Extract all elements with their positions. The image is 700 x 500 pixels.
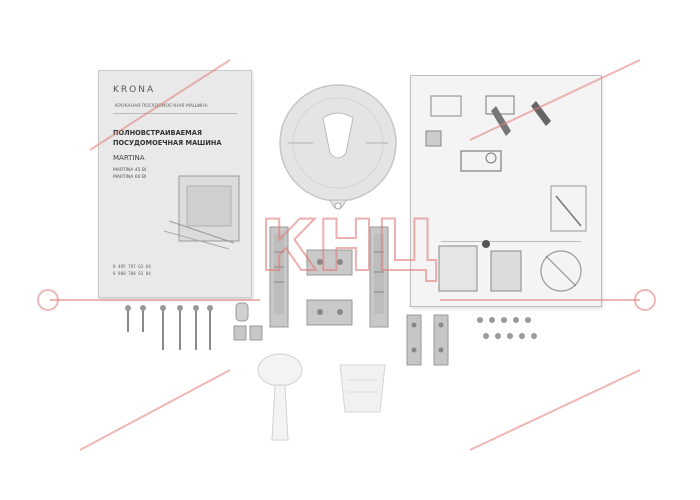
manual-subtitle: КРОКАНАЯ ПОСУДОМОЕЧНАЯ МАШИНА	[115, 104, 208, 109]
metal-bracket-right	[369, 226, 389, 328]
screws-left	[125, 305, 213, 350]
manual-phone-2: 8 800 700 83 84	[113, 271, 151, 276]
round-template	[279, 84, 397, 210]
watermark-text: КНЦ	[260, 205, 441, 287]
instruction-diagrams	[425, 95, 587, 292]
manual-divider	[113, 113, 237, 114]
mounting-plates	[306, 249, 353, 326]
instruction-sheet	[410, 75, 602, 307]
plastic-tray	[339, 364, 386, 413]
manual-title-line2: ПОСУДОМОЕЧНАЯ МАШИНА	[113, 139, 222, 147]
plastic-clips	[233, 302, 263, 341]
dishwasher-illustration	[163, 175, 240, 250]
manual-phone-1: 8 495 797 63 64	[113, 264, 151, 269]
manual-title-line1: ПОЛНОВСТРАИВАЕМАЯ	[113, 129, 202, 137]
manual-booklet: KRONA КРОКАНАЯ ПОСУДОМОЕЧНАЯ МАШИНА ПОЛН…	[98, 70, 252, 298]
manual-variant-1: MARTINA 45 BI	[113, 168, 147, 173]
manual-model: MARTINA	[113, 154, 145, 162]
plastic-funnel	[257, 353, 303, 441]
screws-right	[477, 317, 537, 339]
manual-variant-2: MARTINA 60 BI	[113, 175, 147, 180]
manual-brand: KRONA	[113, 85, 156, 95]
metal-bracket-left	[269, 226, 289, 328]
side-brackets	[406, 314, 449, 366]
